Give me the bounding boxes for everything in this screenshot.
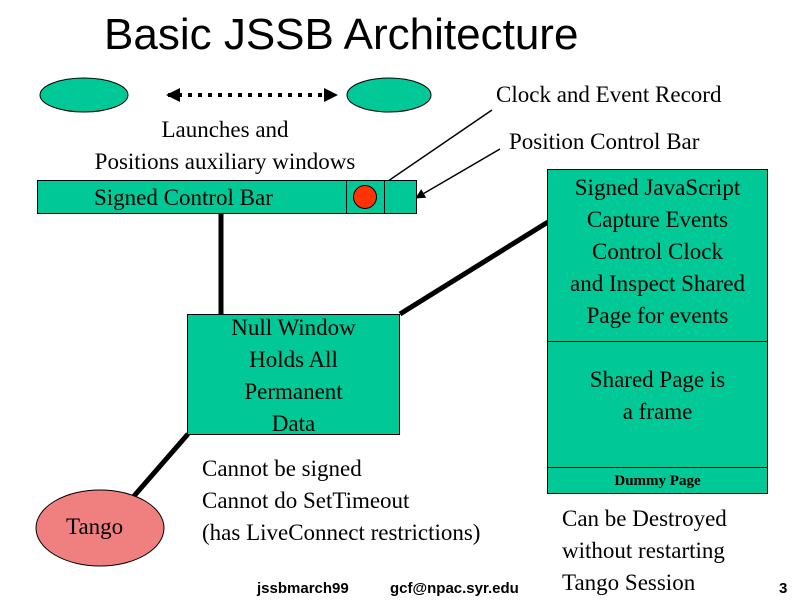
clock-arrow [371, 109, 493, 193]
control-bar-divider-2 [384, 181, 385, 213]
null-window-box: Null Window Holds All Permanent Data [187, 314, 400, 436]
auxiliary-window-right [346, 77, 432, 113]
page-title: Basic JSSB Architecture [104, 10, 579, 59]
shared-page-label: Shared Page is a frame [589, 367, 726, 424]
signed-control-bar-label: Signed Control Bar [94, 185, 273, 210]
tango-node [35, 489, 165, 567]
null-window-to-js-line [398, 219, 550, 317]
clock-event-record-label: Clock and Event Record [496, 82, 722, 107]
signed-javascript-label: Signed JavaScript Capture Events Control… [570, 175, 745, 328]
null-window-to-tango-line [132, 432, 190, 498]
destroyed-label: Can be Destroyed without restarting Tang… [562, 506, 727, 595]
shared-page-box: Shared Page is a frame [547, 341, 768, 468]
footer-left: jssbmarch99 [257, 580, 349, 597]
launches-label: Launches and Positions auxiliary windows [94, 117, 356, 174]
null-window-label: Null Window Holds All Permanent Data [231, 315, 356, 436]
tango-label: Tango [66, 514, 124, 539]
auxiliary-window-left [39, 77, 129, 113]
position-bar-arrow [415, 148, 501, 199]
control-bar-divider-1 [346, 181, 347, 213]
page-number: 3 [779, 580, 788, 597]
signed-control-bar: Signed Control Bar [37, 180, 417, 214]
signed-javascript-box: Signed JavaScript Capture Events Control… [547, 169, 768, 342]
dummy-page-label: Dummy Page [614, 473, 701, 489]
position-control-bar-label: Position Control Bar [509, 129, 700, 154]
cannot-label: Cannot be signed Cannot do SetTimeout (h… [202, 456, 481, 545]
clock-dot-icon [353, 185, 377, 209]
footer-center: gcf@npac.syr.edu [390, 580, 519, 597]
dummy-page-box: Dummy Page [547, 467, 768, 494]
